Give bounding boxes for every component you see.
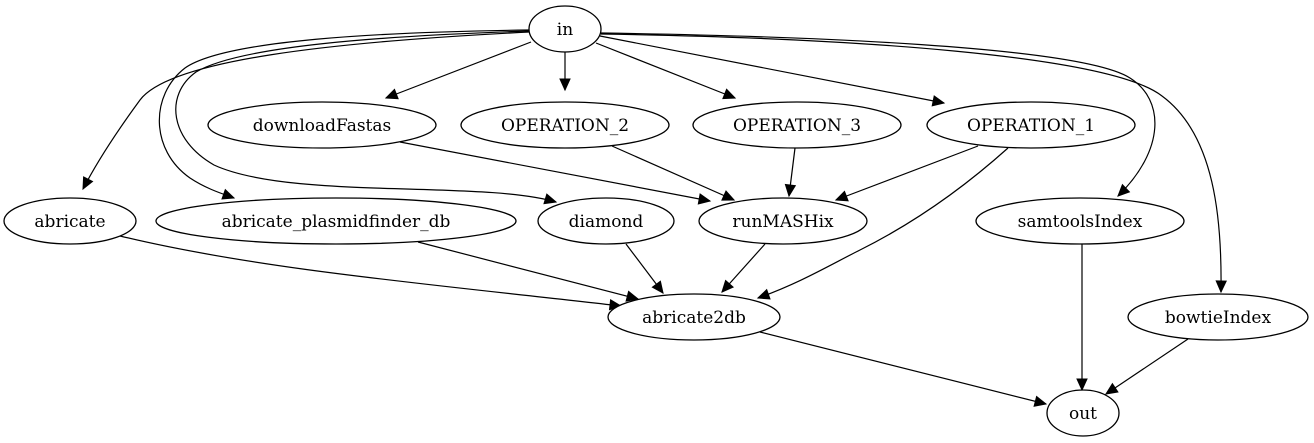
arrowhead <box>82 176 94 191</box>
arrowhead <box>221 188 236 200</box>
arrowhead <box>625 290 640 302</box>
edge-in-to-abricate <box>82 31 530 191</box>
edge-in-to-downloadFastas <box>384 41 532 100</box>
edge-in-to-bowtieIndex <box>600 33 1227 294</box>
edge-line <box>399 141 711 202</box>
arrowhead <box>697 193 712 205</box>
node-label: in <box>557 20 573 40</box>
node-abricate2db: abricate2db <box>607 293 781 341</box>
arrowhead <box>756 288 771 300</box>
edge-in-to-OPERATION_2 <box>559 52 571 92</box>
node-label: runMASHix <box>732 212 834 232</box>
node-ellipse <box>528 5 602 53</box>
edge-line <box>175 30 557 203</box>
node-label: abricate_plasmidfinder_db <box>222 212 451 232</box>
node-OPERATION_2: OPERATION_2 <box>460 101 670 149</box>
arrowhead <box>384 88 399 100</box>
edge-abricate2db-to-out <box>759 331 1048 407</box>
nodes-layer: in downloadFastas OPERATION_2 OPERATION_3 OP… <box>3 5 1309 437</box>
node-ellipse <box>460 101 670 149</box>
edge-line <box>757 147 1009 299</box>
node-label: downloadFastas <box>253 116 392 136</box>
edge-in-to-OPERATION_3 <box>595 42 737 100</box>
node-abricate: abricate <box>3 197 137 245</box>
node-ellipse <box>1127 293 1309 341</box>
node-ellipse <box>926 101 1136 149</box>
edge-line <box>595 42 736 99</box>
edge-line <box>600 33 1222 293</box>
edge-line <box>600 32 1156 197</box>
node-ellipse <box>537 197 675 245</box>
edge-OPERATION_1-to-runMASHix <box>834 145 979 202</box>
arrowhead <box>931 95 946 107</box>
node-label: OPERATION_2 <box>501 116 629 136</box>
arrowhead <box>1033 395 1048 407</box>
node-ellipse <box>207 101 437 149</box>
edge-abricate_plasmidfinder_db-to-abricate2db <box>417 241 640 302</box>
arrowhead <box>1104 382 1119 395</box>
edge-in-to-samtoolsIndex <box>600 32 1156 197</box>
edge-line <box>835 145 979 201</box>
edge-line <box>82 31 530 190</box>
edges-layer <box>82 29 1227 407</box>
edge-bowtieIndex-to-out <box>1104 338 1189 395</box>
node-label: samtoolsIndex <box>1018 212 1143 232</box>
edge-line <box>158 29 530 199</box>
edge-OPERATION_3-to-runMASHix <box>784 147 797 198</box>
node-ellipse <box>607 293 781 341</box>
node-out: out <box>1046 389 1120 437</box>
arrowhead <box>1076 378 1088 392</box>
edge-line <box>385 41 532 99</box>
edge-line <box>759 331 1047 405</box>
edge-line <box>1105 338 1189 395</box>
arrowhead <box>722 88 737 100</box>
node-samtoolsIndex: samtoolsIndex <box>975 197 1185 245</box>
node-label: diamond <box>569 212 644 232</box>
edge-line <box>599 35 945 104</box>
edge-line <box>417 241 639 300</box>
edge-abricate-to-abricate2db <box>119 235 623 311</box>
edge-line <box>119 235 622 307</box>
node-in: in <box>528 5 602 53</box>
node-runMASHix: runMASHix <box>698 197 868 245</box>
edge-in-to-OPERATION_1 <box>599 35 946 107</box>
arrowhead <box>784 183 797 198</box>
arrowhead <box>651 280 664 294</box>
node-label: abricate <box>34 212 105 232</box>
node-ellipse <box>975 197 1185 245</box>
node-label: OPERATION_1 <box>967 116 1095 136</box>
arrowhead <box>543 193 558 205</box>
arrowhead <box>834 190 849 202</box>
edge-line <box>611 145 735 201</box>
node-ellipse <box>698 197 868 245</box>
node-label: out <box>1069 404 1097 424</box>
node-ellipse <box>155 197 517 245</box>
node-OPERATION_3: OPERATION_3 <box>692 101 902 149</box>
edge-downloadFastas-to-runMASHix <box>399 141 712 205</box>
node-label: abricate2db <box>642 308 746 328</box>
node-bowtieIndex: bowtieIndex <box>1127 293 1309 341</box>
arrowhead <box>721 279 735 293</box>
node-ellipse <box>692 101 902 149</box>
edge-samtoolsIndex-to-out <box>1076 244 1088 392</box>
arrowhead <box>1117 183 1131 197</box>
node-ellipse <box>3 197 137 245</box>
arrowhead <box>559 78 571 92</box>
edge-in-to-diamond <box>175 30 558 205</box>
edge-OPERATION_2-to-runMASHix <box>611 145 736 201</box>
arrowhead <box>1215 280 1227 294</box>
node-label: OPERATION_3 <box>733 116 861 136</box>
node-diamond: diamond <box>537 197 675 245</box>
node-downloadFastas: downloadFastas <box>207 101 437 149</box>
edge-in-to-abricate_plasmidfinder_db <box>158 29 530 200</box>
node-OPERATION_1: OPERATION_1 <box>926 101 1136 149</box>
arrowhead <box>721 190 736 201</box>
node-abricate_plasmidfinder_db: abricate_plasmidfinder_db <box>155 197 517 245</box>
node-label: bowtieIndex <box>1165 308 1272 328</box>
node-ellipse <box>1046 389 1120 437</box>
edge-diamond-to-abricate2db <box>625 243 664 294</box>
edge-runMASHix-to-abricate2db <box>721 243 766 293</box>
edge-OPERATION_1-to-abricate2db <box>756 147 1009 300</box>
